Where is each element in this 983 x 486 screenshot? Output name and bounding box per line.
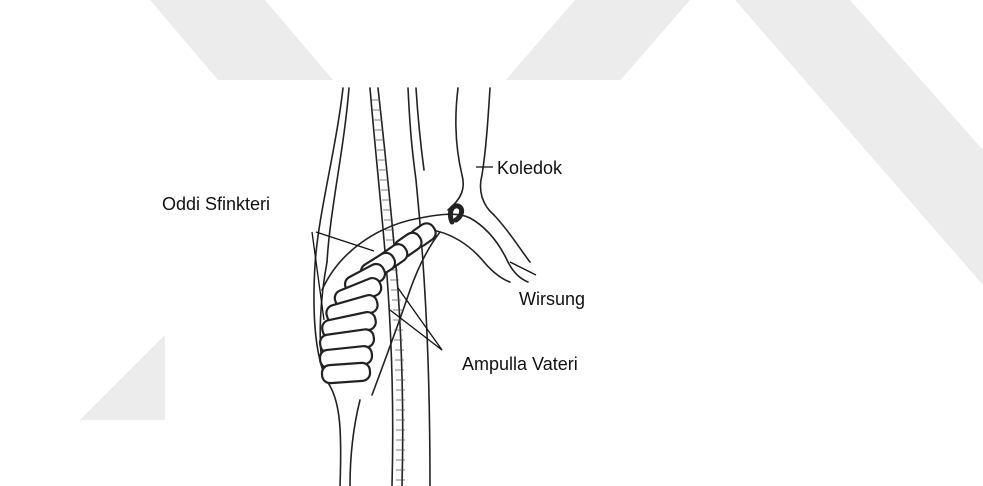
drawing-background [165,80,645,486]
koledok-label: Koledok [497,158,562,179]
ampulla-vateri-label: Ampulla Vateri [462,354,578,375]
oddi-sfinkteri-label: Oddi Sfinkteri [162,194,270,215]
wirsung-label: Wirsung [519,289,585,310]
